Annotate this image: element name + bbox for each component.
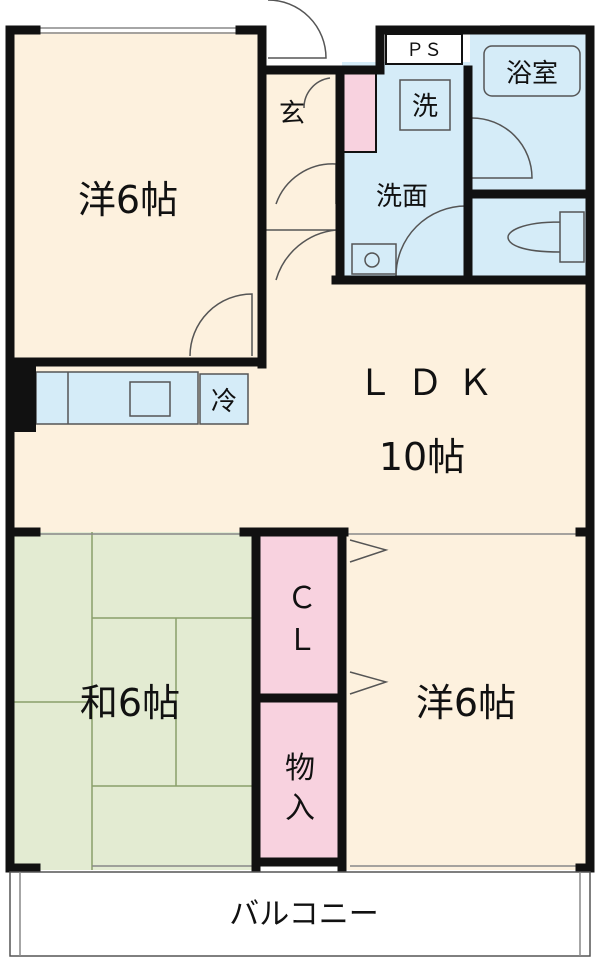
ldk-size-label: 10帖 — [379, 435, 465, 479]
western-room-bottom-area — [342, 532, 592, 870]
japanese-room-area — [10, 532, 260, 870]
bath-area — [470, 34, 588, 194]
storage-area — [256, 700, 342, 864]
japanese-room-label: 和6帖 — [80, 681, 180, 725]
shoe-box — [339, 69, 377, 153]
washbasin-icon — [351, 243, 397, 275]
storage-label-bottom: 入 — [285, 791, 315, 826]
walls — [5, 25, 595, 873]
tatami-lines — [10, 532, 260, 870]
closet-area — [260, 536, 342, 694]
washer-label: 洗 — [412, 92, 438, 122]
western-room-top-label: 洋6帖 — [78, 178, 178, 222]
bath-label-box — [483, 45, 581, 97]
closet-label-top: Ｃ — [287, 581, 317, 616]
ldk-label: ＬＤＫ — [357, 363, 507, 404]
closet-label-bottom: Ｌ — [287, 623, 317, 658]
washroom-label: 洗面 — [376, 182, 428, 212]
pipe-space-label: ＰＳ — [406, 40, 442, 61]
column — [6, 362, 36, 432]
sink-icon — [129, 381, 171, 417]
washer-box — [399, 79, 451, 131]
fridge-label: 冷 — [211, 387, 237, 417]
hall-area — [262, 70, 342, 282]
door-swings — [189, 0, 533, 695]
entrance-label: 玄 — [279, 99, 305, 129]
toilet-icon — [507, 211, 585, 263]
toilet-area — [470, 196, 588, 276]
balcony-label: バルコニー — [229, 897, 378, 932]
storage-label-top: 物 — [285, 751, 315, 786]
balcony-area — [9, 871, 591, 957]
western-room-bottom-label: 洋6帖 — [416, 681, 516, 725]
ps-box — [385, 33, 463, 65]
fridge-box — [199, 373, 249, 425]
kitchen-counter — [35, 371, 199, 425]
windows — [36, 25, 580, 867]
bath-label: 浴室 — [506, 59, 558, 89]
